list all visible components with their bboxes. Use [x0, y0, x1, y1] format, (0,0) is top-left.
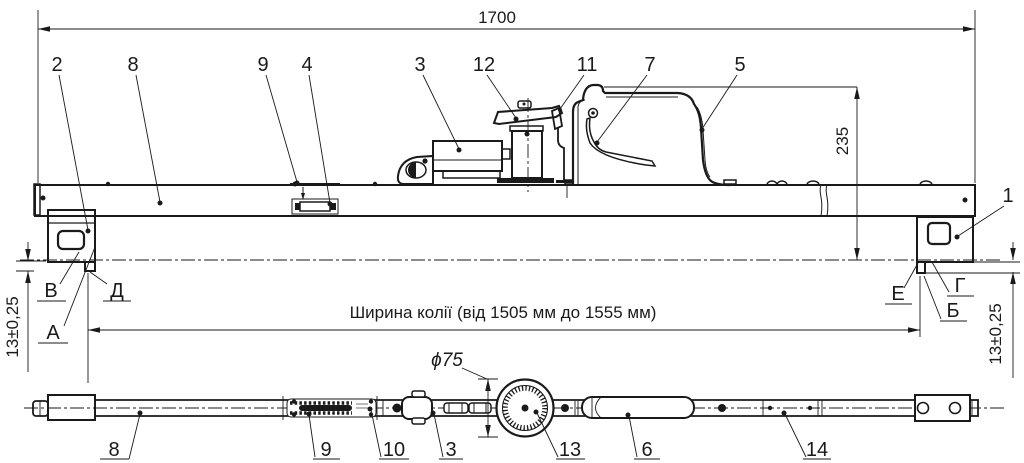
dimension-1700: 1700: [37, 8, 976, 183]
right-foot: [916, 216, 974, 274]
surface-letter-a: А: [46, 322, 60, 344]
callout-1: 1: [1002, 185, 1013, 207]
dimension-track-width: Ширина колії (від 1505 мм до 1555 мм): [87, 273, 921, 383]
surface-letter-d: Д: [110, 280, 124, 302]
surface-letter-e: Е: [891, 283, 904, 305]
rivet-dot: [40, 195, 46, 201]
left-foot: [47, 209, 96, 272]
callouts-main-view: 2 8 9 4 3 12 11 7 5 1: [51, 54, 1014, 240]
rivet-dot: [105, 181, 111, 187]
dimension-13-right: 13±0,25: [926, 242, 1020, 378]
extension-rod: [718, 400, 823, 416]
plan-right-foot: [914, 394, 979, 422]
callout-3: 3: [414, 54, 425, 76]
dim-phi75-label: ϕ75: [431, 350, 463, 371]
plan-view: ϕ75: [24, 350, 1005, 438]
window-arrow: [301, 193, 305, 200]
dim-235-label: 235: [833, 127, 852, 155]
main-beam: [34, 184, 976, 217]
callout-13-plan: 13: [559, 439, 581, 461]
plan-left-foot: [47, 394, 96, 421]
beam-left-cap: [33, 183, 41, 216]
surface-letters: В Д А Е Г Б: [37, 246, 974, 344]
dim-13-right-label: 13±0,25: [986, 303, 1005, 364]
callout-3-plan: 3: [445, 439, 456, 461]
callout-7: 7: [644, 54, 655, 76]
dimension-13-left: 13±0,25: [3, 242, 46, 372]
measuring-dial: [495, 378, 555, 438]
callout-2: 2: [51, 54, 62, 76]
plan-housing: [401, 390, 492, 425]
callout-9-plan: 9: [320, 439, 331, 461]
callout-11: 11: [577, 54, 598, 76]
callout-8: 8: [127, 54, 138, 76]
callout-5: 5: [734, 54, 745, 76]
toothed-adjuster: [282, 396, 378, 420]
handle-grip: [581, 396, 695, 419]
support-bracket: [550, 106, 572, 198]
callout-6-plan: 6: [641, 439, 652, 461]
beam-screw-bump: [766, 180, 933, 186]
beam-break-mark: [819, 184, 829, 217]
indicator-box: [396, 140, 511, 185]
joint-part10: [382, 400, 402, 416]
roller-window: [290, 181, 340, 215]
dim-1700-label: 1700: [478, 8, 516, 27]
callout-9: 9: [257, 54, 268, 76]
rivet-dot: [372, 181, 378, 187]
callouts-plan-view: 8 9 10 3 13 6 14: [100, 406, 831, 461]
callout-14-plan: 14: [806, 439, 828, 461]
handle-cover: [564, 83, 737, 187]
main-view: [20, 83, 1003, 274]
callout-12: 12: [473, 54, 495, 76]
surface-letter-v: В: [44, 280, 57, 302]
callout-4: 4: [301, 54, 312, 76]
lock-lever: [585, 107, 657, 167]
rivet-dot: [962, 197, 968, 203]
dim-13-left-label: 13±0,25: [3, 296, 22, 357]
surface-letter-b: Б: [946, 300, 959, 322]
dimension-235: 235: [604, 86, 860, 260]
track-width-label: Ширина колії (від 1505 мм до 1555 мм): [350, 303, 657, 322]
dimension-phi75: ϕ75: [431, 350, 498, 438]
callout-8-plan: 8: [108, 439, 119, 461]
callout-10-plan: 10: [383, 439, 405, 461]
surface-letter-g: Г: [955, 275, 966, 297]
